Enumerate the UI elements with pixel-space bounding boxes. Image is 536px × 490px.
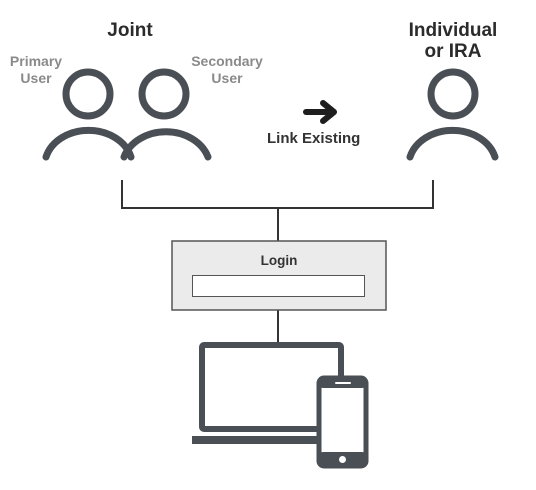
secondary-user-label: Secondary User (185, 53, 269, 87)
link-existing-label: Link Existing (267, 130, 361, 147)
joint-title: Joint (107, 20, 153, 41)
primary-user-icon (42, 68, 135, 161)
login-label: Login (260, 253, 298, 268)
individual-user-icon (406, 68, 499, 161)
smartphone-icon (316, 375, 369, 469)
primary-user-label-line1: Primary (9, 53, 63, 69)
individual-title: Individual or IRA (396, 20, 510, 62)
login-input[interactable] (192, 275, 365, 297)
primary-user-label-line2: User (20, 70, 52, 86)
individual-title-line1: Individual (408, 20, 498, 41)
primary-user-label: Primary User (5, 53, 67, 87)
connector-lines (121, 180, 434, 343)
secondary-user-label-line1: Secondary (191, 53, 263, 69)
right-arrow-icon (303, 100, 337, 124)
individual-title-line2: or IRA (424, 41, 482, 62)
secondary-user-label-line2: User (211, 70, 243, 86)
secondary-user-icon (120, 68, 212, 161)
